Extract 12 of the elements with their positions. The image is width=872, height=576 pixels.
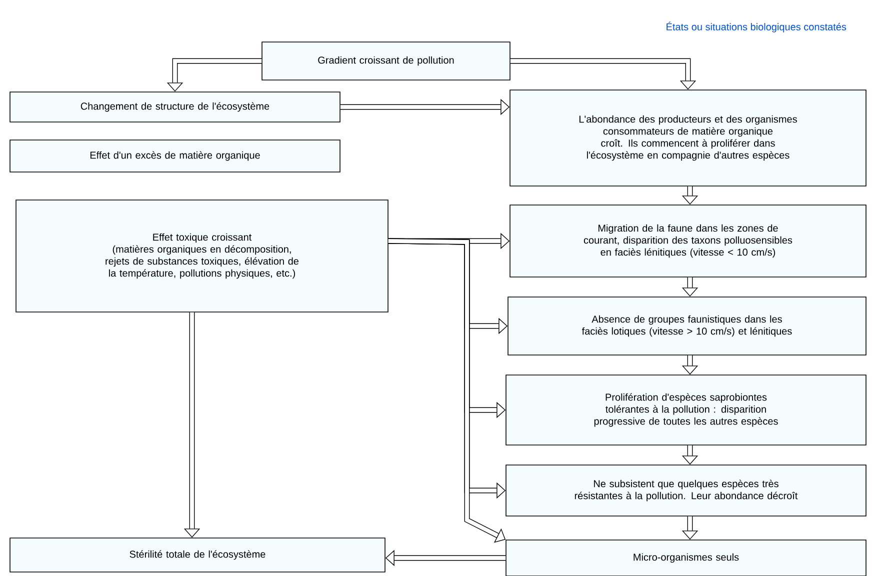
text-box: L'abondance des producteurs et des organismes consommateurs de matière organique croît. Ils commencent à proliférer dans l'écosystème en compagnie d'autres espèces bbox=[510, 90, 866, 186]
text-box: Stérilité totale de l'écosystème bbox=[10, 538, 386, 572]
text-box: Micro-organismes seuls bbox=[506, 540, 866, 576]
text-box: Ne subsistent que quelques espèces très résistantes à la pollution. Leur abondance décroît bbox=[506, 464, 866, 516]
text-box: Prolifération d'espèces saprobiontes tolérantes à la pollution : disparition progressive de toutes les autres espèces bbox=[506, 374, 866, 446]
text-box: Migration de la faune dans les zones de courant, disparition des taxons polluosensibles en faciès lénitiques (vitesse < 10 cm/s) bbox=[510, 204, 866, 278]
text-box: Effet toxique croissant (matières organiques en décomposition, rejets de substances toxiques, élévation de la température, pollutions physiques, etc.) bbox=[16, 200, 388, 312]
text-box: Absence de groupes faunistiques dans les faciès lotiques (vitesse > 10 cm/s) et lénitiques bbox=[508, 296, 866, 356]
text-box: Gradient croissant de pollution bbox=[262, 42, 510, 80]
heading: États ou situations biologiques constatés bbox=[666, 22, 846, 32]
text-box: Changement de structure de l'écosystème bbox=[10, 92, 340, 122]
text-box: Effet d'un excès de matière organique bbox=[10, 140, 340, 172]
